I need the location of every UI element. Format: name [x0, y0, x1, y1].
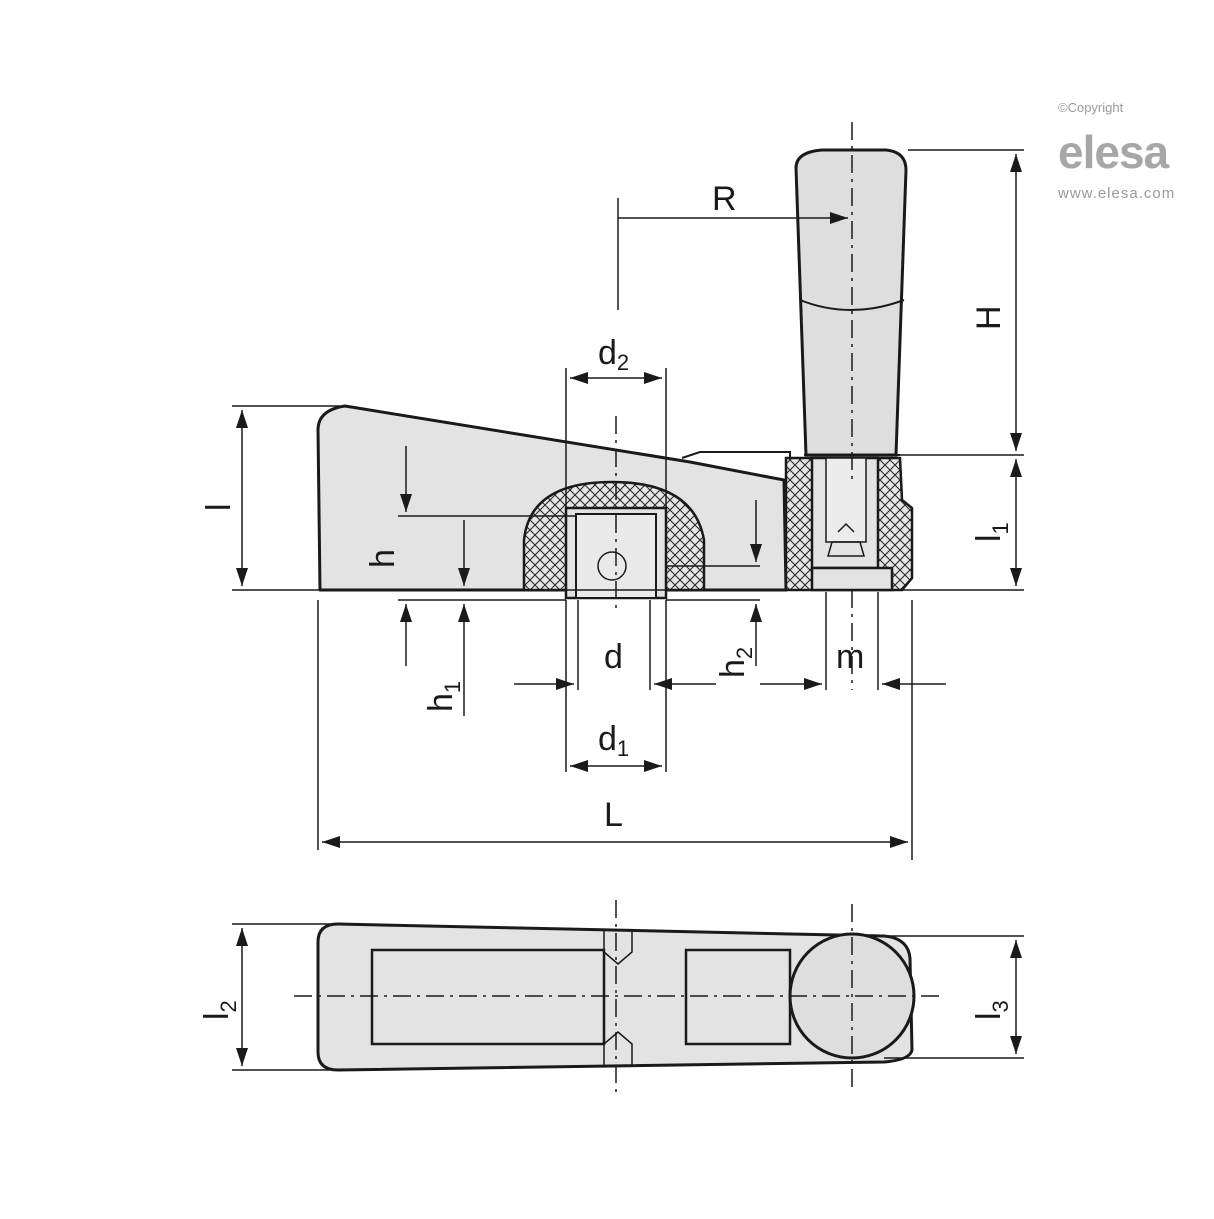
dim-label-h2-group: h2: [714, 647, 757, 678]
hub-notch-top: [603, 930, 633, 965]
screw-shank: [825, 457, 867, 543]
dim-label-l: l: [200, 503, 238, 511]
dim-label-d: d: [604, 638, 623, 676]
brand-url: www.elesa.com: [1057, 185, 1175, 202]
dim-label-l3: l3: [970, 1000, 1013, 1020]
hex-socket: [837, 522, 855, 533]
dim-label-l2-group: l2: [198, 1000, 241, 1020]
dim-label-l1: l1: [970, 522, 1013, 542]
boss-base: [810, 566, 894, 592]
dim-label-l1-group: l1: [970, 522, 1013, 542]
dim-label-l3-group: l3: [970, 1000, 1013, 1020]
handle-grip: [794, 148, 908, 457]
top-view: l2 l3: [198, 900, 1024, 1092]
dim-label-h2: h2: [714, 647, 757, 678]
dim-label-l2: l2: [198, 1000, 241, 1020]
dim-label-h1: h1: [422, 681, 465, 712]
copyright-text: ©Copyright: [1058, 100, 1124, 115]
dim-label-h-group: h: [364, 549, 402, 568]
side-view: R H l l1 d2 h h1 h2 d d1 m L: [200, 122, 1024, 860]
dim-label-m: m: [836, 638, 864, 676]
grip-transition: [799, 299, 905, 311]
dim-label-d2: d2: [598, 334, 629, 375]
dim-label-d1: d1: [598, 720, 629, 761]
screw-head: [827, 541, 865, 557]
set-hole: [597, 551, 627, 581]
brand-block: ©Copyright elesa www.elesa.com: [1057, 100, 1175, 202]
elesa-logo: elesa: [1058, 126, 1170, 178]
dim-label-h1-group: h1: [422, 681, 465, 712]
hub-notch-bottom: [603, 1031, 633, 1066]
dim-label-R: R: [712, 180, 737, 218]
dim-label-L: L: [604, 796, 623, 834]
top-recess-left: [370, 948, 606, 1046]
dim-label-H: H: [970, 305, 1008, 330]
dim-label-H-group: H: [970, 305, 1008, 330]
dim-label-h: h: [364, 549, 402, 568]
dim-label-l-group: l: [200, 503, 238, 511]
top-view-body: [316, 922, 914, 1072]
